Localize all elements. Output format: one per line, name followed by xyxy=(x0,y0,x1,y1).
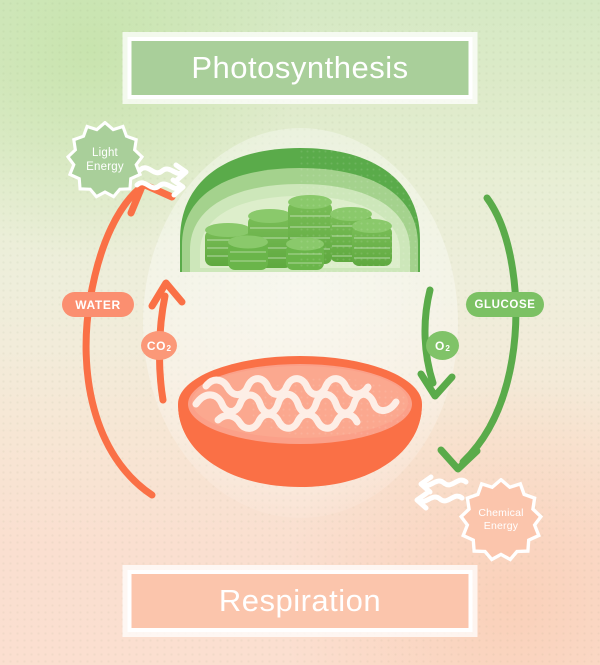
light-energy-text: Light Energy xyxy=(86,146,124,174)
label-glucose: GLUCOSE xyxy=(466,292,544,317)
label-light-energy: Light Energy xyxy=(66,121,144,199)
arrow-chemical-energy-waves xyxy=(414,474,469,511)
label-water: WATER xyxy=(62,292,134,317)
label-glucose-text: GLUCOSE xyxy=(474,298,536,311)
light-energy-starburst-shape xyxy=(66,121,144,199)
chemical-energy-line1: Chemical xyxy=(478,507,524,520)
chemical-energy-text: Chemical Energy xyxy=(478,507,523,533)
mitochondrion xyxy=(178,356,422,487)
light-energy-line1: Light xyxy=(92,146,118,159)
label-oxygen-formula: O xyxy=(434,338,445,353)
arrow-glucose-arc xyxy=(437,194,520,473)
label-oxygen-subscript: 2 xyxy=(445,344,451,353)
label-water-text: WATER xyxy=(75,297,121,312)
arrow-o2-arc xyxy=(417,286,456,400)
banner-respiration-label: Respiration xyxy=(218,583,382,618)
mitochondrion-texture xyxy=(250,378,410,438)
arrow-light-energy-waves xyxy=(134,162,189,198)
banner-photosynthesis: Photosynthesis xyxy=(122,32,478,104)
label-chemical-energy: Chemical Energy xyxy=(459,478,543,562)
banner-photosynthesis-label: Photosynthesis xyxy=(191,50,409,85)
label-carbon-dioxide-formula: CO xyxy=(146,338,167,353)
chemical-energy-starburst-shape xyxy=(459,478,543,562)
chloroplast-texture xyxy=(300,148,420,272)
granum xyxy=(228,235,268,270)
chloroplast xyxy=(180,148,420,272)
banner-respiration: Respiration xyxy=(122,565,478,637)
light-energy-line2: Energy xyxy=(86,161,124,173)
label-carbon-dioxide-subscript: 2 xyxy=(166,344,172,353)
chemical-energy-line2: Energy xyxy=(483,520,519,532)
